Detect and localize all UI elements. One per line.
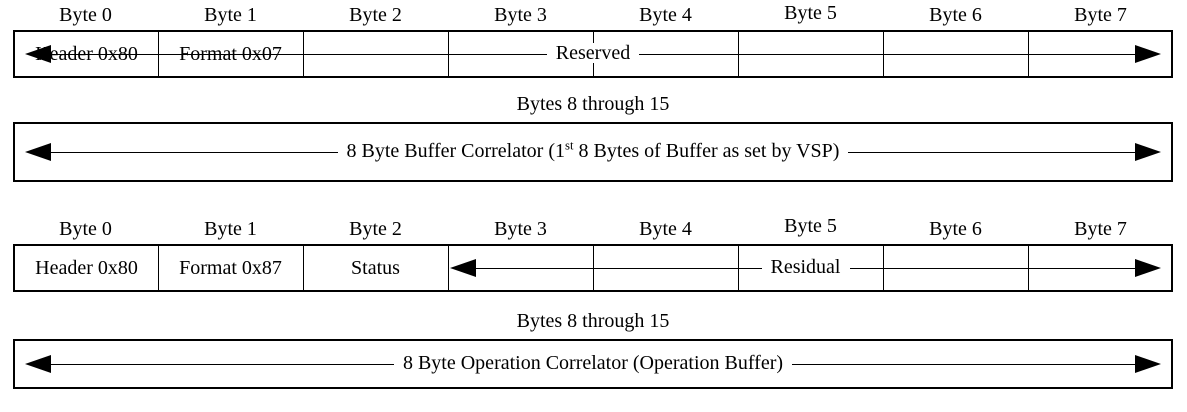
column-divider: [883, 246, 884, 290]
cell-header-byte: Header 0x80: [35, 256, 138, 279]
response-frame-bytes-0-7: Header 0x80 Format 0x87 Status: [13, 244, 1173, 292]
byte-header-7: Byte 7: [1074, 218, 1127, 240]
column-divider: [593, 32, 594, 76]
column-divider: [303, 246, 304, 290]
byte-header-7: Byte 7: [1074, 4, 1127, 26]
caption-bytes-8-15-response: Bytes 8 through 15: [516, 310, 670, 332]
byte-header-4: Byte 4: [639, 4, 692, 26]
column-divider: [158, 246, 159, 290]
byte-header-0: Byte 0: [59, 4, 112, 26]
byte-header-3: Byte 3: [494, 218, 547, 240]
cell-header-byte: Header 0x80: [35, 42, 138, 65]
column-divider: [593, 246, 594, 290]
byte-header-2: Byte 2: [349, 218, 402, 240]
byte-header-6: Byte 6: [929, 4, 982, 26]
byte-header-1: Byte 1: [204, 218, 257, 240]
caption-bytes-8-15-request: Bytes 8 through 15: [516, 93, 670, 115]
cell-format-byte: Format 0x07: [179, 42, 282, 65]
request-frame-bytes-0-7: Header 0x80 Format 0x07: [13, 30, 1173, 78]
byte-header-4: Byte 4: [639, 218, 692, 240]
byte-header-3: Byte 3: [494, 4, 547, 26]
cell-status-byte: Status: [351, 256, 400, 279]
column-divider: [738, 32, 739, 76]
byte-header-6: Byte 6: [929, 218, 982, 240]
column-divider: [1028, 32, 1029, 76]
column-divider: [448, 32, 449, 76]
column-divider: [883, 32, 884, 76]
request-frame-bytes-8-15: [13, 122, 1173, 182]
column-divider: [303, 32, 304, 76]
byte-header-2: Byte 2: [349, 4, 402, 26]
column-divider: [1028, 246, 1029, 290]
column-divider: [448, 246, 449, 290]
response-frame-bytes-8-15: [13, 339, 1173, 389]
cell-format-byte: Format 0x87: [179, 256, 282, 279]
byte-header-0: Byte 0: [59, 218, 112, 240]
byte-header-5: Byte 5: [784, 215, 837, 237]
byte-header-5: Byte 5: [784, 2, 837, 24]
column-divider: [738, 246, 739, 290]
byte-header-1: Byte 1: [204, 4, 257, 26]
